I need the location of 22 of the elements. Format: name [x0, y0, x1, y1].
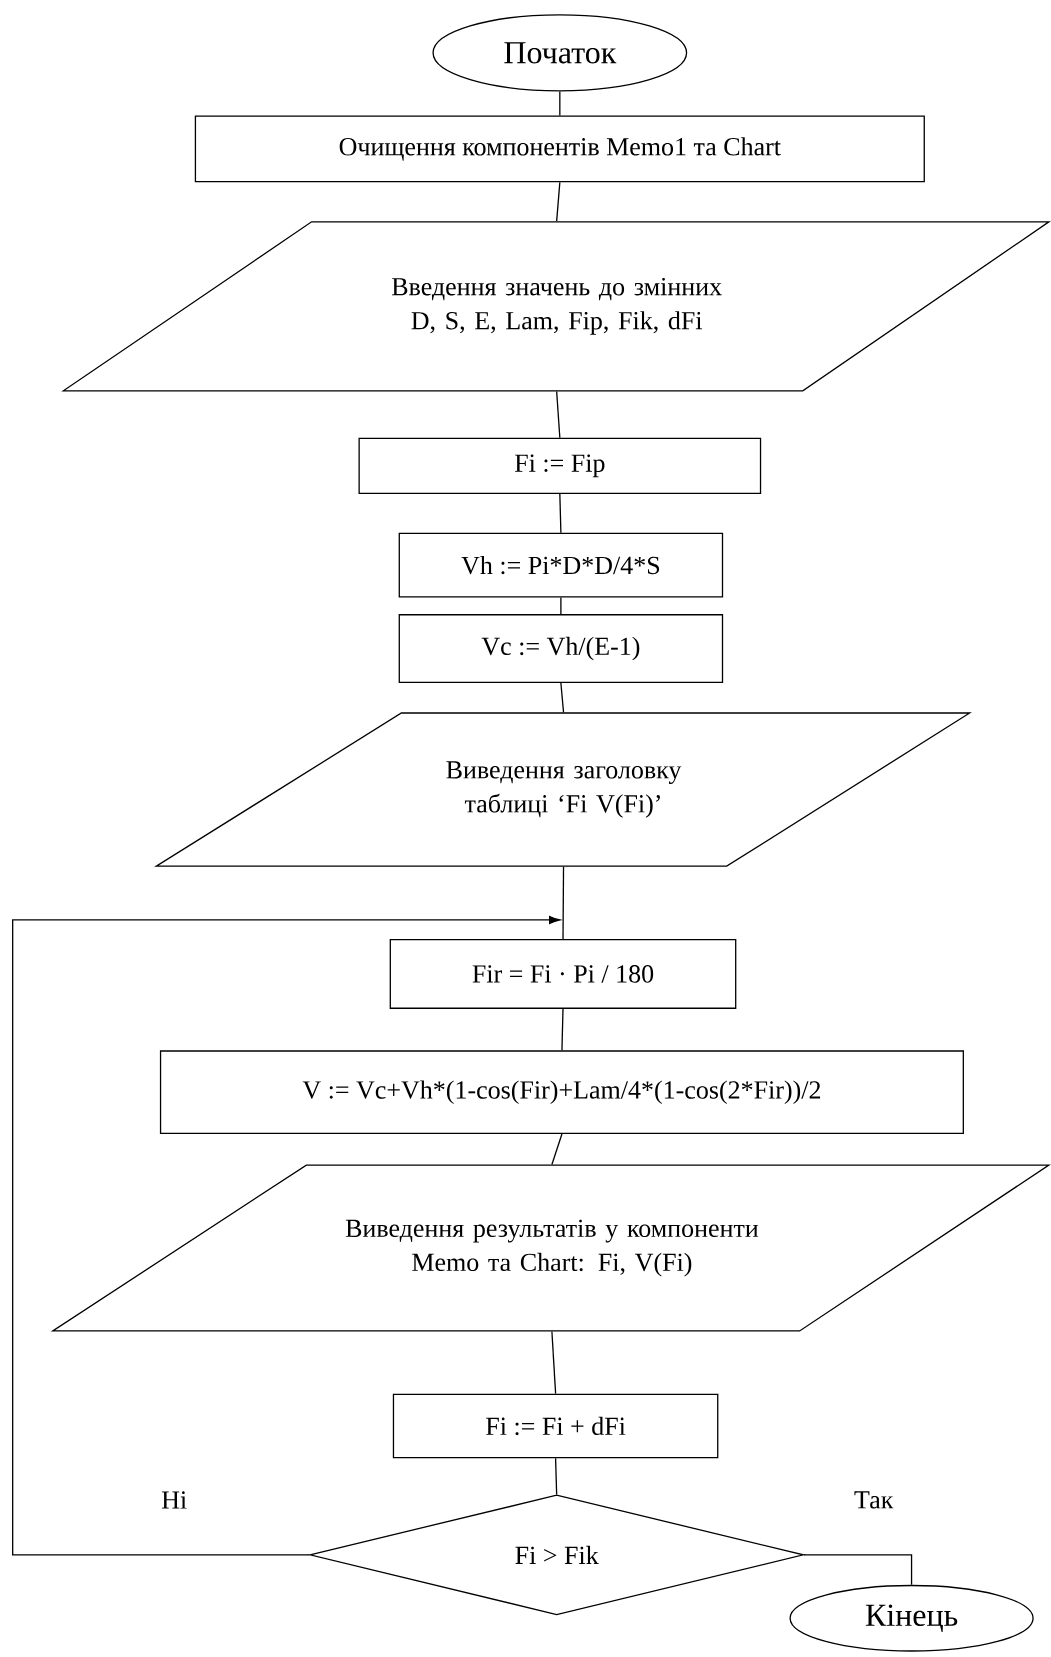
connector: [562, 866, 565, 940]
connector: [803, 1554, 913, 1586]
connector: [560, 596, 562, 615]
connector: [561, 1008, 564, 1051]
process-box: Fi := Fip: [358, 437, 762, 494]
connector: [559, 493, 562, 534]
connector: [551, 1133, 563, 1166]
process-box: Fi := Fi + dFi: [392, 1393, 719, 1459]
process-box: Vh := Pi*D*D/4*S: [398, 532, 724, 598]
connector: [556, 390, 561, 439]
process-box: Очищення компонентів Memo1 та Chart: [194, 115, 925, 183]
connector: [551, 1330, 557, 1395]
process-box: Fir = Fi · Pi / 180: [389, 938, 737, 1009]
connector: [556, 181, 561, 222]
connector: [560, 682, 565, 713]
connector: [554, 1457, 558, 1496]
edge-label: Ні: [159, 1489, 190, 1511]
process-box: Vc := Vh/(E-1): [398, 614, 724, 683]
process-box: V := Vc+Vh*(1-cos(Fir)+Lam/4*(1-cos(2*Fir))/2: [159, 1050, 964, 1135]
connector: [12, 915, 561, 1556]
connector: [559, 90, 561, 117]
edge-label: Так: [851, 1489, 896, 1511]
